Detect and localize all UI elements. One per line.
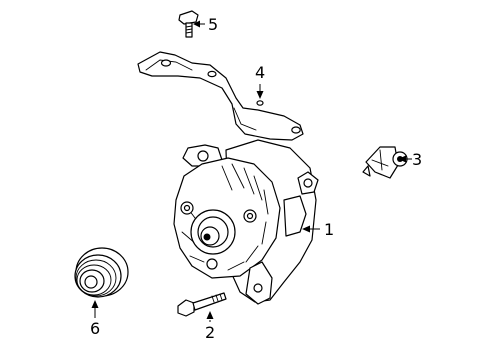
bracket-part-4	[137, 51, 304, 141]
callout-6: 6	[90, 319, 100, 338]
callout-1: 1	[324, 220, 334, 239]
bolt-part-2	[177, 292, 227, 317]
callout-3: 3	[412, 150, 422, 169]
alternator-part-1	[173, 139, 319, 305]
clip-part-3	[362, 146, 408, 179]
callout-5: 5	[208, 15, 218, 34]
bolt-part-5	[178, 10, 199, 38]
pulley-part-6	[74, 247, 129, 298]
callout-4: 4	[255, 63, 265, 82]
callout-2: 2	[205, 323, 215, 342]
leader-lines	[91, 20, 412, 322]
